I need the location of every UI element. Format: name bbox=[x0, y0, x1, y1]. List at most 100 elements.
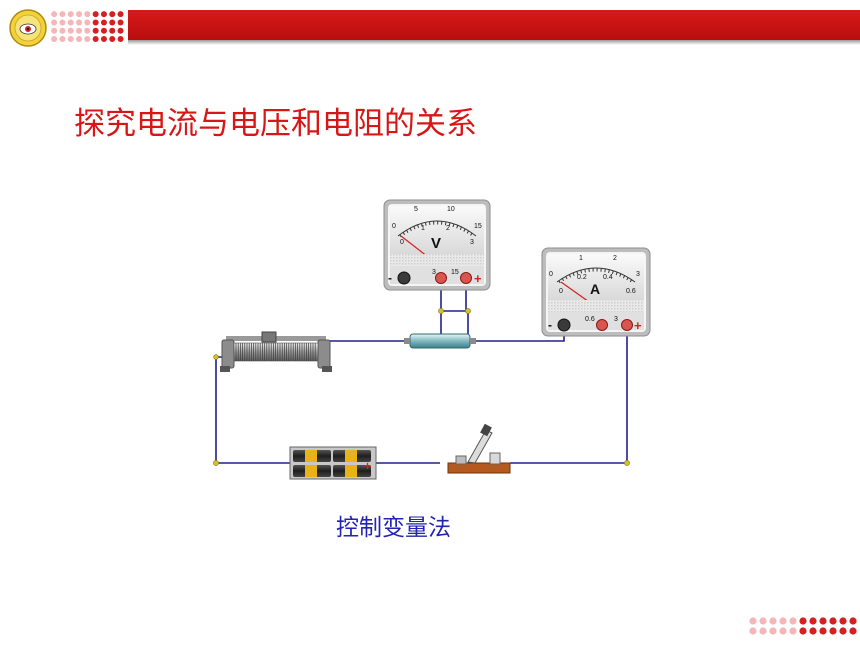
decor-dot bbox=[117, 11, 124, 18]
decor-dot bbox=[92, 19, 99, 26]
ammeter-terminals bbox=[557, 318, 633, 332]
voltmeter-scale-bottom-1: 1 bbox=[421, 225, 425, 232]
decor-dot bbox=[749, 627, 757, 635]
decor-dot bbox=[829, 627, 837, 635]
decor-dot bbox=[84, 11, 91, 18]
decor-dot bbox=[51, 11, 58, 18]
voltmeter-scale-bottom-2: 2 bbox=[446, 225, 450, 232]
wire-junctions bbox=[213, 308, 630, 466]
voltmeter-scale-top-0: 0 bbox=[392, 223, 396, 230]
decor-dot bbox=[92, 27, 99, 34]
decor-dot bbox=[849, 627, 857, 635]
ammeter-scale-bottom-1: 0.2 bbox=[577, 274, 587, 281]
decor-dot bbox=[819, 617, 827, 625]
voltmeter bbox=[383, 199, 491, 291]
ammeter bbox=[541, 247, 651, 337]
decor-dot bbox=[59, 11, 66, 18]
decor-dot bbox=[759, 617, 767, 625]
ammeter-scale-bottom-3: 0.6 bbox=[626, 288, 636, 295]
decor-dot bbox=[109, 27, 116, 34]
decor-dot bbox=[109, 36, 116, 43]
slide-title: 探究电流与电压和电阻的关系 bbox=[74, 106, 477, 142]
decor-dot bbox=[779, 617, 787, 625]
decor-dot bbox=[769, 627, 777, 635]
decor-dot bbox=[839, 627, 847, 635]
ammeter-terminal-plus: + bbox=[634, 318, 642, 333]
logo-icon bbox=[9, 9, 47, 47]
ammeter-terminal-minus: - bbox=[548, 318, 552, 332]
decor-dot bbox=[59, 19, 66, 26]
voltmeter-terminal-minus: - bbox=[388, 271, 392, 285]
decor-dot bbox=[67, 36, 74, 43]
decor-dot bbox=[59, 36, 66, 43]
decor-dot bbox=[789, 617, 797, 625]
footer-dots bbox=[749, 617, 857, 635]
decor-dot bbox=[799, 627, 807, 635]
decor-dot bbox=[759, 627, 767, 635]
decor-dot bbox=[92, 11, 99, 18]
rheostat-icon bbox=[220, 331, 332, 372]
ammeter-scale-bottom-0: 0 bbox=[559, 288, 563, 295]
decor-dot bbox=[109, 19, 116, 26]
resistor-icon bbox=[404, 333, 476, 349]
voltmeter-terminal-15: 15 bbox=[451, 269, 459, 276]
decor-dot bbox=[84, 27, 91, 34]
ammeter-symbol: A bbox=[590, 281, 600, 297]
decor-dot bbox=[839, 617, 847, 625]
voltmeter-scale-top-3: 15 bbox=[474, 223, 482, 230]
voltmeter-terminal-3: 3 bbox=[432, 269, 436, 276]
ammeter-scale-bottom-2: 0.4 bbox=[603, 274, 613, 281]
voltmeter-terminals bbox=[397, 271, 472, 285]
decor-dot bbox=[51, 27, 58, 34]
decor-dot bbox=[76, 36, 83, 43]
voltmeter-scale-bottom-3: 3 bbox=[470, 239, 474, 246]
ammeter-scale-top-2: 2 bbox=[613, 255, 617, 262]
decor-dot bbox=[749, 617, 757, 625]
voltmeter-scale-top-2: 10 bbox=[447, 206, 455, 213]
decor-dot bbox=[809, 617, 817, 625]
decor-dot bbox=[51, 19, 58, 26]
decor-dot bbox=[779, 627, 787, 635]
header-bar bbox=[128, 10, 860, 40]
ammeter-scale-top-1: 1 bbox=[579, 255, 583, 262]
decor-dot bbox=[799, 617, 807, 625]
svg-text:+: + bbox=[364, 459, 371, 473]
decor-dot bbox=[76, 11, 83, 18]
battery-icon: + bbox=[289, 446, 377, 480]
decor-dot bbox=[117, 27, 124, 34]
decor-dot bbox=[789, 627, 797, 635]
decor-dot bbox=[100, 27, 107, 34]
decor-dot bbox=[59, 27, 66, 34]
decor-dot bbox=[51, 36, 58, 43]
voltmeter-scale-bottom-0: 0 bbox=[400, 239, 404, 246]
caption: 控制变量法 bbox=[336, 515, 451, 541]
switch-icon bbox=[447, 423, 511, 474]
header-dots bbox=[51, 11, 124, 43]
decor-dot bbox=[67, 27, 74, 34]
decor-dot bbox=[76, 27, 83, 34]
decor-dot bbox=[84, 19, 91, 26]
decor-dot bbox=[92, 36, 99, 43]
decor-dot bbox=[117, 19, 124, 26]
decor-dot bbox=[100, 11, 107, 18]
decor-dot bbox=[76, 19, 83, 26]
decor-dot bbox=[829, 617, 837, 625]
decor-dot bbox=[84, 36, 91, 43]
voltmeter-terminal-plus: + bbox=[474, 271, 482, 286]
decor-dot bbox=[100, 36, 107, 43]
voltmeter-symbol: V bbox=[431, 235, 441, 252]
decor-dot bbox=[769, 617, 777, 625]
header-shadow bbox=[128, 40, 860, 45]
decor-dot bbox=[100, 19, 107, 26]
decor-dot bbox=[117, 36, 124, 43]
ammeter-terminal-3: 3 bbox=[614, 316, 618, 323]
decor-dot bbox=[67, 19, 74, 26]
voltmeter-scale-top-1: 5 bbox=[414, 206, 418, 213]
decor-dot bbox=[849, 617, 857, 625]
ammeter-terminal-0.6: 0.6 bbox=[585, 316, 595, 323]
decor-dot bbox=[809, 627, 817, 635]
decor-dot bbox=[819, 627, 827, 635]
decor-dot bbox=[109, 11, 116, 18]
decor-dot bbox=[67, 11, 74, 18]
